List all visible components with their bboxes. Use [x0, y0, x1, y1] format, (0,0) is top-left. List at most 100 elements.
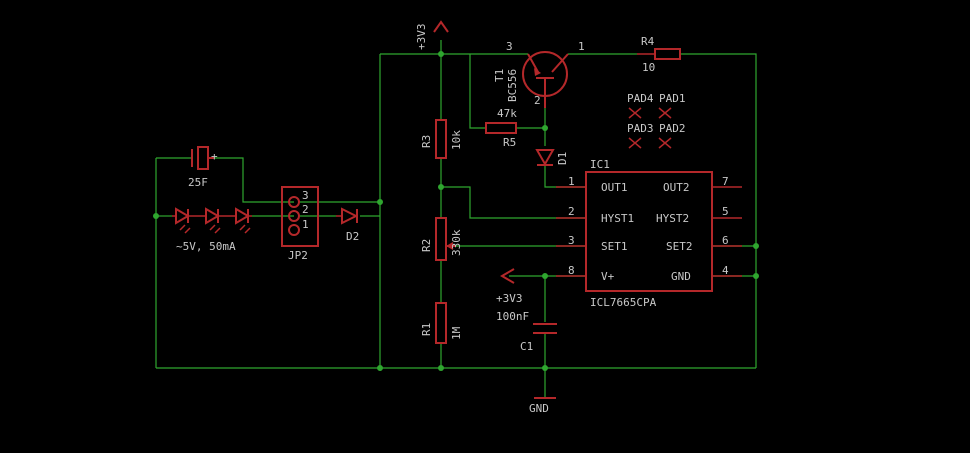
- jp2-body: [281, 186, 319, 247]
- ic1-pin-label: OUT1: [601, 181, 628, 194]
- ic1-pin-num: 7: [722, 175, 729, 188]
- wire-r5-left: [469, 54, 486, 129]
- t1-pin-e: 1: [578, 40, 585, 53]
- pad-label: PAD2: [659, 122, 686, 135]
- junction-dot: [438, 51, 444, 57]
- transistor-t1[interactable]: 3 1 2 T1 BC556: [493, 40, 585, 108]
- jp2-pin-icon: [288, 196, 300, 208]
- resistor-body-icon: [435, 302, 447, 344]
- supply-vplus-label: +3V3: [496, 292, 523, 305]
- jp2-pin-num: 1: [302, 218, 309, 231]
- r1-value: 1M: [450, 326, 463, 340]
- r5-name: R5: [503, 136, 516, 149]
- wire-hyst1: [441, 186, 586, 219]
- capacitor-c1[interactable]: 100nF C1: [496, 310, 557, 353]
- ground-symbol: GND: [529, 397, 556, 415]
- supercap-value: 25F: [188, 176, 208, 189]
- ic1-pin-num: 3: [568, 234, 575, 247]
- ground-label: GND: [529, 402, 549, 415]
- pad-label: PAD1: [659, 92, 686, 105]
- ic1-pin-num: 6: [722, 234, 729, 247]
- resistor-r2[interactable]: R2 330k: [420, 217, 463, 261]
- led-string[interactable]: ~5V, 50mA: [172, 207, 252, 253]
- junctions: [153, 51, 759, 371]
- ic1[interactable]: IC1 ICL7665CPA 1 2 3 8 OUT1 HYST1 SET1 V…: [556, 158, 742, 309]
- junction-dot: [377, 199, 383, 205]
- ic1-pin-label: SET1: [601, 240, 628, 253]
- diode-d1[interactable]: D1: [535, 149, 569, 167]
- ic1-pin-num: 5: [722, 205, 729, 218]
- junction-dot: [542, 125, 548, 131]
- r3-value: 10k: [450, 130, 463, 150]
- polarity-mark: +: [211, 150, 218, 163]
- jumper-jp2[interactable]: 3 2 1 JP2: [281, 186, 319, 262]
- supply-arrow-icon: [500, 268, 515, 284]
- ic1-body: [585, 171, 713, 292]
- resistor-body-icon: [654, 48, 681, 60]
- pad-cross-icon: [628, 137, 642, 149]
- wires: [155, 40, 757, 398]
- jp2-name: JP2: [288, 249, 308, 262]
- r1-name: R1: [420, 323, 433, 336]
- wire-d1-out1: [544, 166, 586, 188]
- led-icon: [175, 207, 190, 225]
- ic1-pin-label: OUT2: [663, 181, 690, 194]
- wire-r4-right: [680, 53, 757, 368]
- resistor-r1[interactable]: R1 1M: [420, 302, 463, 344]
- wire-cap-right: [214, 157, 294, 203]
- ic1-pin-num: 8: [568, 264, 575, 277]
- ic1-pin-label: SET2: [666, 240, 693, 253]
- ic1-pin-label: GND: [671, 270, 691, 283]
- ic1-pin-num: 2: [568, 205, 575, 218]
- ic1-pin-label: V+: [601, 270, 615, 283]
- pad-cross-icon: [658, 137, 672, 149]
- led-value: ~5V, 50mA: [176, 240, 236, 253]
- diode-d2[interactable]: D2: [336, 207, 359, 243]
- r4-name: R4: [641, 35, 655, 48]
- led-rays-icon: [179, 224, 251, 234]
- resistor-r5[interactable]: 47k R5: [485, 107, 517, 149]
- r2-name: R2: [420, 239, 433, 252]
- c1-name: C1: [520, 340, 533, 353]
- resistor-body-icon: [435, 217, 447, 261]
- diode-icon: [341, 207, 359, 225]
- r3-name: R3: [420, 135, 433, 148]
- supply-arrow-icon: [433, 20, 449, 33]
- junction-dot: [438, 184, 444, 190]
- r5-value: 47k: [497, 107, 517, 120]
- led-icon: [205, 207, 220, 225]
- ic1-pin-label: HYST2: [656, 212, 689, 225]
- junction-dot: [753, 243, 759, 249]
- junction-dot: [377, 365, 383, 371]
- c1-value: 100nF: [496, 310, 529, 323]
- ic1-left-pins: [556, 186, 586, 277]
- t1-pin-b: 2: [534, 94, 541, 107]
- d2-name: D2: [346, 230, 359, 243]
- ic1-right-pins: [712, 186, 742, 277]
- t1-value: BC556: [506, 69, 519, 102]
- pad-cross-icon: [658, 107, 672, 119]
- capacitor-plate-icon: [197, 146, 209, 170]
- resistor-r4[interactable]: R4 10: [637, 35, 681, 74]
- transistor-arrow-icon: [534, 68, 541, 76]
- pads: PAD4 PAD1 PAD3 PAD2: [627, 92, 686, 149]
- led-icon: [235, 207, 250, 225]
- resistor-body-icon: [485, 122, 517, 134]
- ic1-pin-num: 1: [568, 175, 575, 188]
- transistor-leads-icon: [527, 53, 569, 108]
- junction-dot: [542, 365, 548, 371]
- junction-dot: [753, 273, 759, 279]
- r2-value: 330k: [450, 229, 463, 256]
- jp2-pin-icon: [288, 224, 300, 236]
- resistor-body-icon: [435, 119, 447, 159]
- pad-label: PAD3: [627, 122, 654, 135]
- pad-label: PAD4: [627, 92, 654, 105]
- jp2-pin-icon: [288, 210, 300, 222]
- supply-top-label: +3V3: [415, 24, 428, 51]
- resistor-r3[interactable]: R3 10k: [420, 119, 463, 159]
- jp2-pin-num: 2: [302, 203, 309, 216]
- pad-cross-icon: [628, 107, 642, 119]
- jp2-pin-num: 3: [302, 189, 309, 202]
- t1-name: T1: [493, 69, 506, 82]
- supercap[interactable]: + 25F: [188, 146, 218, 189]
